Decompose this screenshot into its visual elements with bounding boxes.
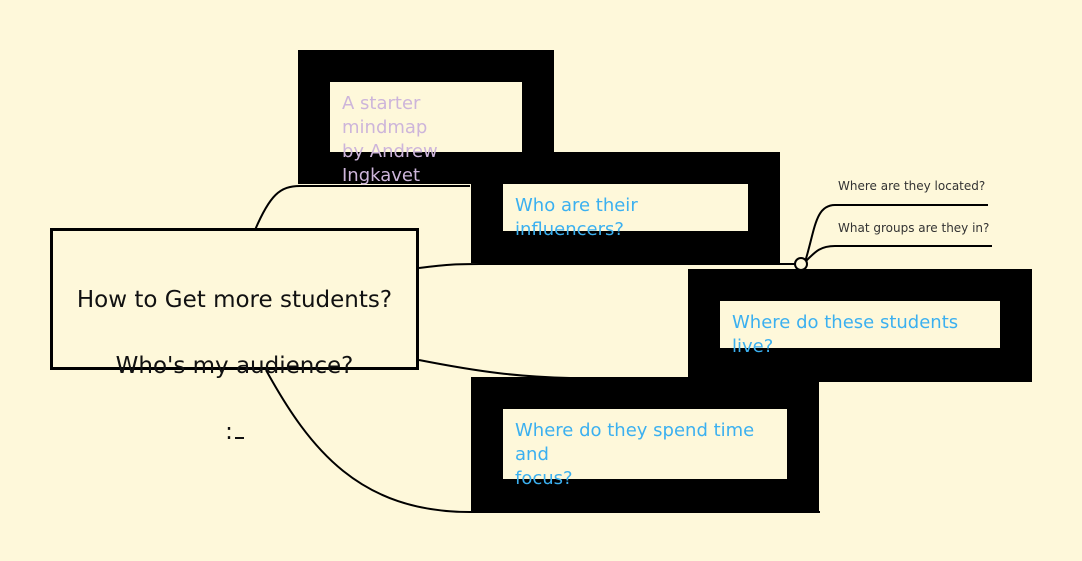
topic-influencers-label: Who are their influencers?: [503, 184, 748, 240]
topic-starter-label: A starter mindmap by Andrew Ingkavet: [330, 82, 522, 186]
subtopic-located[interactable]: Where are they located?: [838, 179, 986, 193]
link-live-located: [804, 204, 988, 263]
root-topic-line2: Who's my audience?: [115, 353, 354, 379]
subtopic-groups[interactable]: What groups are they in?: [838, 221, 990, 235]
root-topic-line3: :: [53, 416, 416, 449]
link-root-live: [418, 263, 800, 269]
root-topic-line3-text: :: [225, 419, 233, 445]
text-cursor: [234, 437, 244, 439]
topic-spend-time[interactable]: Where do they spend time and focus?: [471, 377, 819, 511]
topic-spend-time-label: Where do they spend time and focus?: [503, 409, 787, 489]
topic-influencers[interactable]: Who are their influencers?: [471, 152, 780, 263]
root-topic[interactable]: How to Get more students? Who's my audie…: [50, 228, 419, 445]
root-topic-line1: How to Get more students?: [76, 287, 393, 313]
topic-live[interactable]: Where do these students live?: [688, 269, 1032, 380]
link-root-spend: [418, 359, 571, 379]
link-root-starter: [254, 185, 470, 231]
topic-live-label: Where do these students live?: [720, 301, 1000, 357]
link-live-groups: [804, 245, 992, 263]
link-root-spend-bottom: [265, 369, 820, 513]
